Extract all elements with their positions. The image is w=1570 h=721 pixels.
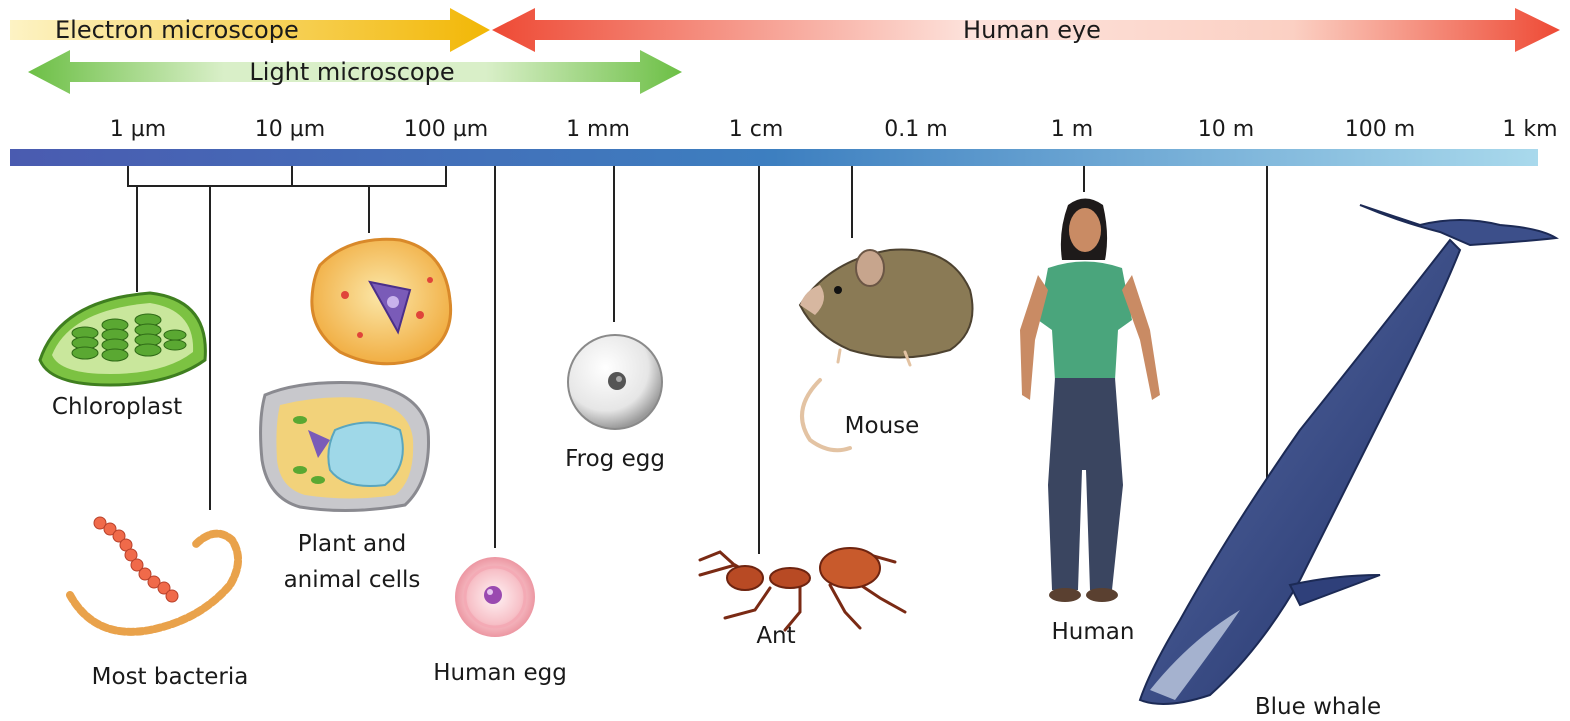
most-bacteria-label: Most bacteria xyxy=(92,664,249,690)
ant-illustration: Ant xyxy=(700,548,905,649)
plant-cell-illustration: Plant and animal cells xyxy=(261,383,429,594)
human-egg-illustration: Human egg xyxy=(433,557,567,686)
bracket-10-100um xyxy=(292,166,446,186)
tick-label-1cm: 1 cm xyxy=(729,117,784,142)
mouse-label: Mouse xyxy=(845,413,920,439)
electron-microscope-range: Electron microscope xyxy=(10,8,490,52)
tick-label-1km: 1 km xyxy=(1502,117,1557,142)
cells-label-line2: animal cells xyxy=(284,567,421,593)
human-eye-label: Human eye xyxy=(963,16,1101,44)
frog-egg-illustration: Frog egg xyxy=(565,335,665,472)
chloroplast-illustration: Chloroplast xyxy=(40,293,205,420)
light-microscope-label: Light microscope xyxy=(249,58,454,86)
bracket-1-10um xyxy=(128,166,292,186)
chloroplast-label: Chloroplast xyxy=(52,394,182,420)
tick-label-100um: 100 µm xyxy=(404,117,488,142)
tick-label-1m: 1 m xyxy=(1051,117,1093,142)
human-eye-range: Human eye xyxy=(492,8,1560,52)
human-illustration: Human xyxy=(1020,199,1160,646)
scale-bar xyxy=(10,149,1538,166)
tick-label-1mm: 1 mm xyxy=(566,117,630,142)
tick-label-100m: 100 m xyxy=(1345,117,1415,142)
animal-cell-illustration xyxy=(312,239,451,363)
mouse-illustration: Mouse xyxy=(800,250,973,451)
human-egg-label: Human egg xyxy=(433,660,567,686)
tick-label-10m: 10 m xyxy=(1198,117,1254,142)
electron-microscope-label: Electron microscope xyxy=(55,16,299,44)
bacteria-illustration: Most bacteria xyxy=(70,517,248,690)
human-label: Human xyxy=(1052,619,1135,645)
scale-tick-labels: 1 µm 10 µm 100 µm 1 mm 1 cm 0.1 m 1 m 10… xyxy=(110,117,1558,142)
frog-egg-label: Frog egg xyxy=(565,446,665,472)
light-microscope-range: Light microscope xyxy=(28,50,682,94)
blue-whale-illustration: Blue whale xyxy=(1140,205,1556,720)
tick-label-1um: 1 µm xyxy=(110,117,166,142)
ant-label: Ant xyxy=(756,623,795,649)
tick-label-10um: 10 µm xyxy=(255,117,325,142)
cells-label-line1: Plant and xyxy=(298,531,407,557)
tick-label-0.1m: 0.1 m xyxy=(884,117,947,142)
blue-whale-label: Blue whale xyxy=(1255,694,1381,720)
